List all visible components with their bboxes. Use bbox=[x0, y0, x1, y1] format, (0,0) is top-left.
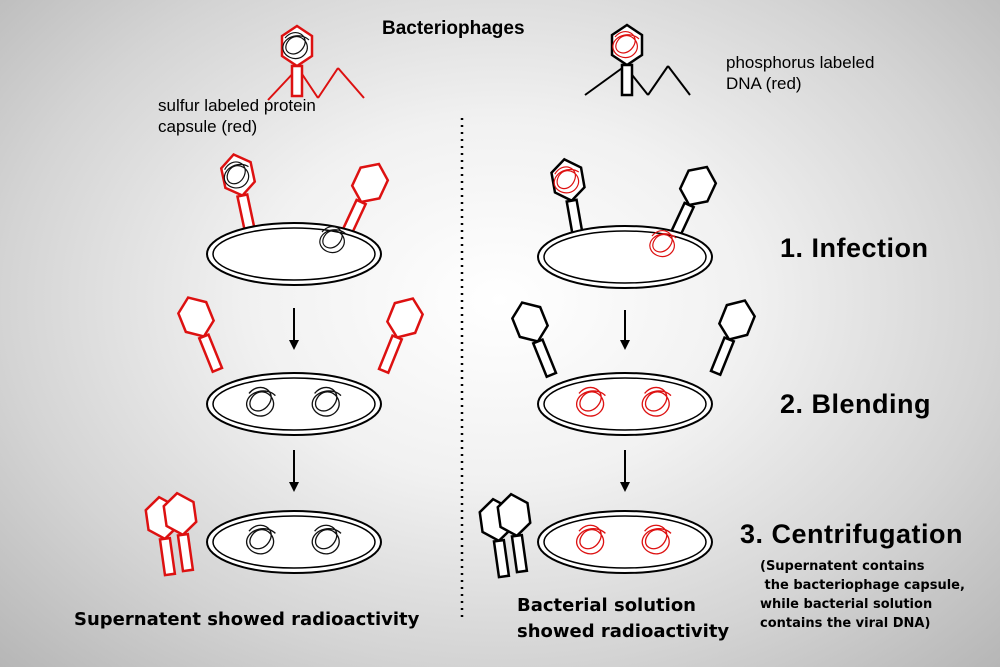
left-arrow-2-head bbox=[289, 482, 299, 492]
right-blending-phage-2-icon bbox=[700, 293, 761, 380]
right-bacterium-infection bbox=[537, 225, 713, 289]
right-result-line-2: showed radioactivity bbox=[517, 621, 730, 642]
left-pellet-phages-icon bbox=[142, 489, 205, 578]
centrifugation-note-1: (Supernatent contains bbox=[760, 559, 925, 574]
right-bacterium-centrifugation bbox=[537, 510, 713, 574]
left-blending-phage-2-icon bbox=[368, 291, 429, 378]
step-blending: 2. Blending bbox=[780, 389, 932, 419]
left-bacterium-centrifugation bbox=[206, 510, 382, 574]
left-bacterium-blending bbox=[206, 372, 382, 436]
phosphorus-labeled-phage-icon bbox=[584, 23, 691, 97]
left-infection-phage-1-icon bbox=[217, 150, 266, 236]
centrifugation-note-3: while bacterial solution bbox=[760, 597, 933, 612]
step-centrifugation: 3. Centrifugation bbox=[740, 519, 963, 549]
centrifugation-note-2: the bacteriophage capsule, bbox=[760, 578, 965, 593]
sulfur-label-line-1: sulfur labeled protein bbox=[158, 96, 316, 115]
left-arrow-1-head bbox=[289, 340, 299, 350]
diagram-title: Bacteriophages bbox=[382, 18, 525, 39]
left-bacterium-infection bbox=[206, 222, 382, 286]
step-infection: 1. Infection bbox=[780, 233, 929, 263]
right-arrow-1-head bbox=[620, 340, 630, 350]
right-bacterium-blending bbox=[537, 372, 713, 436]
phosphorus-label-line-1: phosphorus labeled bbox=[726, 53, 875, 72]
centrifugation-note-4: contains the viral DNA) bbox=[760, 616, 931, 631]
left-blending-phage-1-icon bbox=[172, 290, 233, 377]
right-pellet-phages-icon bbox=[476, 490, 539, 580]
left-result-text: Supernatent showed radioactivity bbox=[74, 609, 420, 630]
right-result-line-1: Bacterial solution bbox=[517, 595, 696, 616]
sulfur-labeled-phage-icon bbox=[267, 24, 365, 101]
right-arrow-2-head bbox=[620, 482, 630, 492]
right-infection-phage-1-icon bbox=[548, 155, 594, 240]
phosphorus-label-line-2: DNA (red) bbox=[726, 74, 802, 93]
sulfur-label-line-2: capsule (red) bbox=[158, 117, 258, 136]
right-blending-phage-1-icon bbox=[506, 295, 567, 382]
